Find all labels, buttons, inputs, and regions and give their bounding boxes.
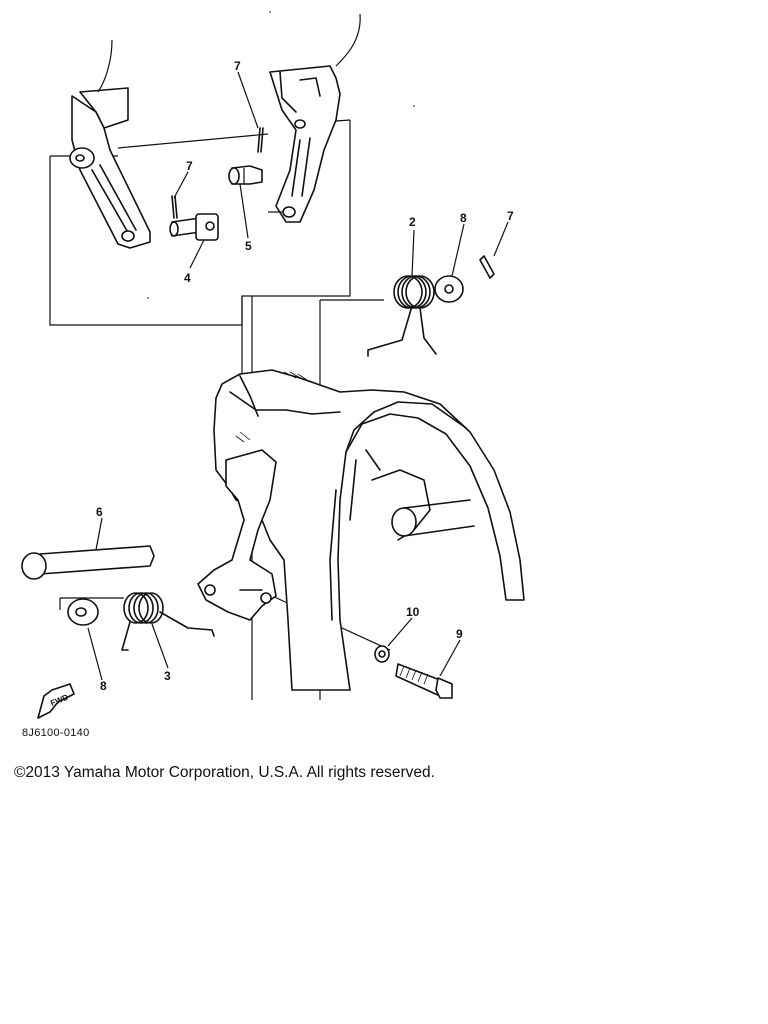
spring-lower-part — [121, 592, 215, 651]
figure-code: 8J6100-0140 — [22, 727, 90, 739]
callout-4: 4 — [184, 271, 191, 285]
pin-part — [169, 213, 219, 241]
spring-upper-part — [367, 275, 437, 357]
lever-right-part — [268, 65, 341, 223]
callout-3: 3 — [164, 669, 171, 683]
callout-10: 10 — [406, 605, 420, 619]
callout-8-upper: 8 — [460, 211, 467, 225]
leader-lines — [87, 13, 509, 681]
callout-5: 5 — [245, 239, 252, 253]
main-housing — [197, 369, 525, 691]
nut-part — [374, 645, 390, 663]
callout-7-upper: 7 — [234, 59, 241, 73]
small-pin-part — [228, 165, 263, 185]
parts-diagram: 7 7 4 5 2 8 7 6 8 3 10 9 FWD — [21, 11, 525, 719]
callout-2: 2 — [409, 215, 416, 229]
callout-7-mid: 7 — [186, 159, 193, 173]
hex-bolt-part — [395, 663, 453, 699]
callout-8-lower: 8 — [100, 679, 107, 693]
long-bolt-part — [21, 545, 155, 580]
copyright-notice: ©2013 Yamaha Motor Corporation, U.S.A. A… — [14, 764, 435, 781]
callout-9: 9 — [456, 627, 463, 641]
callout-7-right: 7 — [507, 209, 514, 223]
callout-6: 6 — [96, 505, 103, 519]
cotter-pins — [171, 127, 495, 279]
fwd-arrow-icon: FWD — [37, 683, 75, 719]
callout-labels: 7 7 4 5 2 8 7 6 8 3 10 9 — [96, 59, 514, 693]
washers — [67, 275, 464, 626]
lever-left-part — [69, 87, 151, 249]
stray-marks — [147, 11, 415, 299]
